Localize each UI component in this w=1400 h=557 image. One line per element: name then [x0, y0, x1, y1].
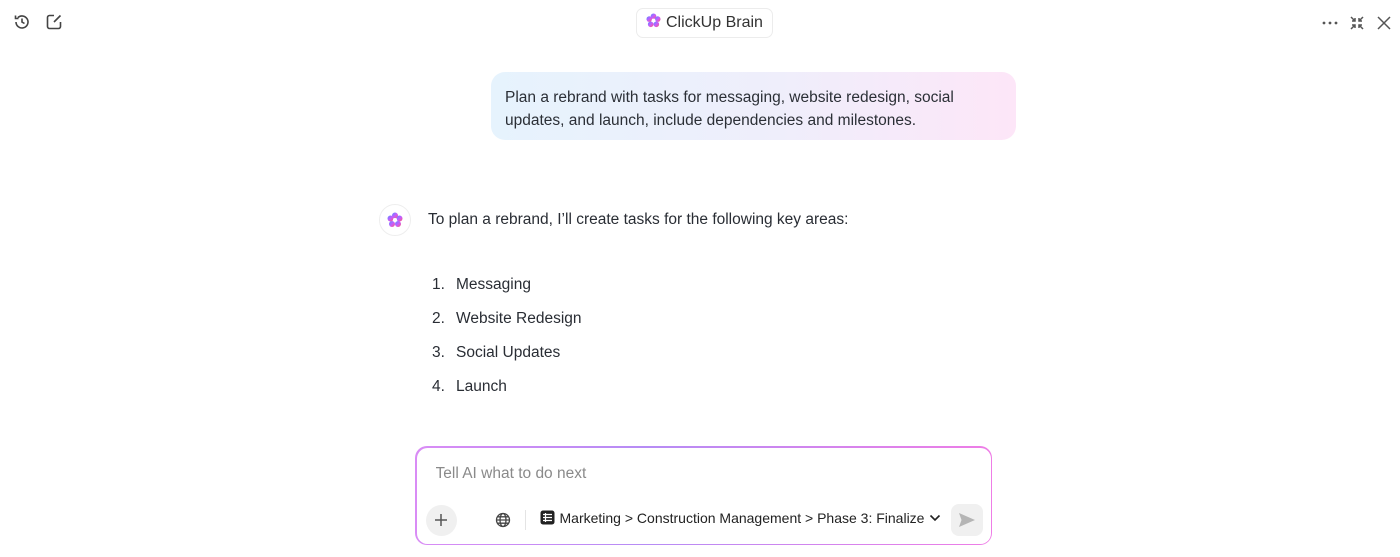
list-item: 3.Social Updates [432, 344, 561, 361]
user-message: Plan a rebrand with tasks for messaging,… [491, 72, 1016, 140]
more-icon[interactable] [1318, 11, 1342, 35]
location-path: Marketing > Construction Management > Ph… [559, 509, 925, 526]
composer: Marketing > Construction Management > Ph… [415, 446, 992, 545]
list-item: 4.Launch [432, 378, 507, 395]
new-chat-icon[interactable] [42, 10, 66, 34]
globe-icon [495, 512, 510, 527]
list-item: 1.Messaging [432, 276, 531, 293]
prompt-input[interactable] [435, 464, 956, 483]
list-item: 2.Website Redesign [432, 310, 582, 327]
web-search-button[interactable] [495, 512, 511, 533]
ai-response-intro: To plan a rebrand, I’ll create tasks for… [428, 211, 849, 228]
location-selector[interactable]: Marketing > Construction Management > Ph… [540, 510, 942, 526]
divider [524, 509, 526, 530]
collapse-icon[interactable] [1345, 11, 1369, 35]
ai-response-list: 1.Messaging 2.Website Redesign 3.Social … [432, 276, 582, 412]
close-icon[interactable] [1372, 11, 1396, 35]
history-icon[interactable] [10, 10, 34, 34]
ai-avatar [379, 204, 411, 236]
chevron-down-icon [930, 514, 941, 521]
app-title: ClickUp Brain [636, 8, 773, 38]
send-button[interactable] [950, 503, 983, 536]
add-attachment-button[interactable] [425, 504, 457, 536]
list-icon [540, 510, 554, 525]
clickup-brain-logo-icon [646, 13, 661, 33]
send-icon [958, 512, 975, 527]
clickup-brain-avatar-icon [387, 212, 403, 227]
app-title-text: ClickUp Brain [666, 14, 763, 31]
plus-icon [435, 514, 447, 526]
